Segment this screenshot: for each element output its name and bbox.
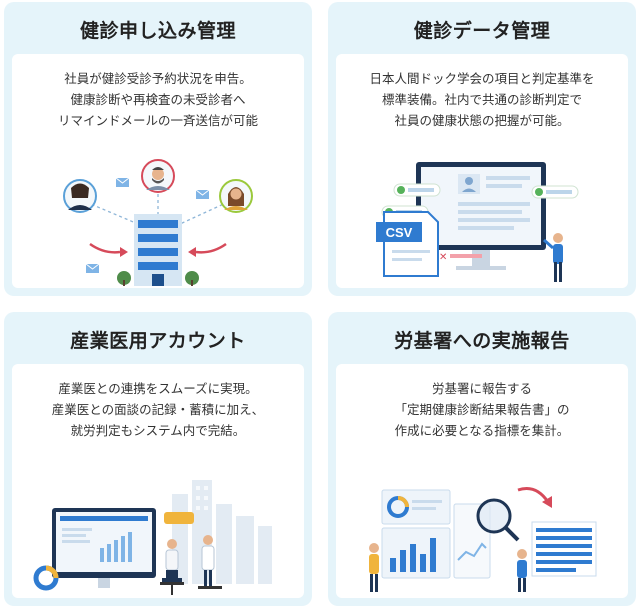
magnifier-icon <box>476 498 520 542</box>
svg-text:✕: ✕ <box>439 252 447 263</box>
card-title: 労基署への実施報告 <box>394 330 570 352</box>
card-description: 日本人間ドック学会の項目と判定基準を 標準装備。社内で共通の診断判定で 社員の健… <box>336 68 628 131</box>
person-figure <box>517 549 527 592</box>
avatar-center <box>141 159 175 193</box>
doctor-figure <box>201 535 215 586</box>
desc-line: 日本人間ドック学会の項目と判定基準を <box>369 71 595 86</box>
csv-label: CSV <box>386 225 413 240</box>
report-document-icon <box>531 521 597 577</box>
analytics-report-illustration <box>369 487 597 592</box>
desc-line: 作成に必要となる指標を集計。 <box>394 423 570 438</box>
desc-line: 労基署に報告する <box>431 381 532 396</box>
card-description: 労基署に報告する 「定期健康診断結果報告書」の 作成に必要となる指標を集計。 <box>336 378 628 441</box>
card-body: 社員が健診受診予約状況を申告。 健康診断や再検査の未受診者へ リマインドメールの… <box>12 54 304 288</box>
avatar-right <box>219 179 253 213</box>
card-body: 産業医との連携をスムーズに実現。 産業医との面談の記録・蓄積に加え、 就労判定も… <box>12 364 304 598</box>
feature-card-application: 健診申し込み管理 社員が健診受診予約状況を申告。 健康診断や再検査の未受診者へ … <box>4 2 312 296</box>
card-body: 労基署に報告する 「定期健康診断結果報告書」の 作成に必要となる指標を集計。 <box>336 364 628 598</box>
card-title: 健診申し込み管理 <box>79 20 236 42</box>
avatar-left <box>63 179 97 213</box>
card-description: 社員が健診受診予約状況を申告。 健康診断や再検査の未受診者へ リマインドメールの… <box>12 68 304 131</box>
doctors-city-illustration <box>33 480 272 595</box>
desc-line: 「定期健康診断結果報告書」の <box>394 402 570 417</box>
desc-line: 社員の健康状態の把握が可能。 <box>394 113 570 128</box>
desc-line: 健康診断や再検査の未受診者へ <box>70 92 246 107</box>
card-title: 健診データ管理 <box>413 20 551 42</box>
monitor-csv-illustration: CSV ✕ <box>376 162 579 282</box>
card-body: 日本人間ドック学会の項目と判定基準を 標準装備。社内で共通の診断判定で 社員の健… <box>336 54 628 288</box>
building-icon <box>117 214 199 286</box>
desc-line: 社員が健診受診予約状況を申告。 <box>64 71 252 86</box>
desc-line: リマインドメールの一斉送信が可能 <box>57 113 258 128</box>
desc-line: 就労判定もシステム内で完結。 <box>70 423 246 438</box>
desc-line: 産業医との面談の記録・蓄積に加え、 <box>51 402 265 417</box>
feature-card-data-management: 健診データ管理 日本人間ドック学会の項目と判定基準を 標準装備。社内で共通の診断… <box>328 2 636 296</box>
card-description: 産業医との連携をスムーズに実現。 産業医との面談の記録・蓄積に加え、 就労判定も… <box>12 378 304 441</box>
card-title: 産業医用アカウント <box>70 330 246 352</box>
desc-line: 標準装備。社内で共通の診断判定で <box>381 92 582 107</box>
person-figure <box>543 233 563 282</box>
person-figure <box>369 543 379 592</box>
feature-card-industrial-physician: 産業医用アカウント 産業医との連携をスムーズに実現。 産業医との面談の記録・蓄積… <box>4 312 312 606</box>
feature-card-labor-report: 労基署への実施報告 労基署に報告する 「定期健康診断結果報告書」の 作成に必要と… <box>328 312 636 606</box>
building-people-mail-illustration <box>63 159 253 286</box>
mail-icon <box>85 177 210 273</box>
doctor-figure <box>162 539 182 582</box>
desc-line: 産業医との連携をスムーズに実現。 <box>58 381 258 396</box>
csv-file-icon: CSV ✕ <box>376 211 482 277</box>
